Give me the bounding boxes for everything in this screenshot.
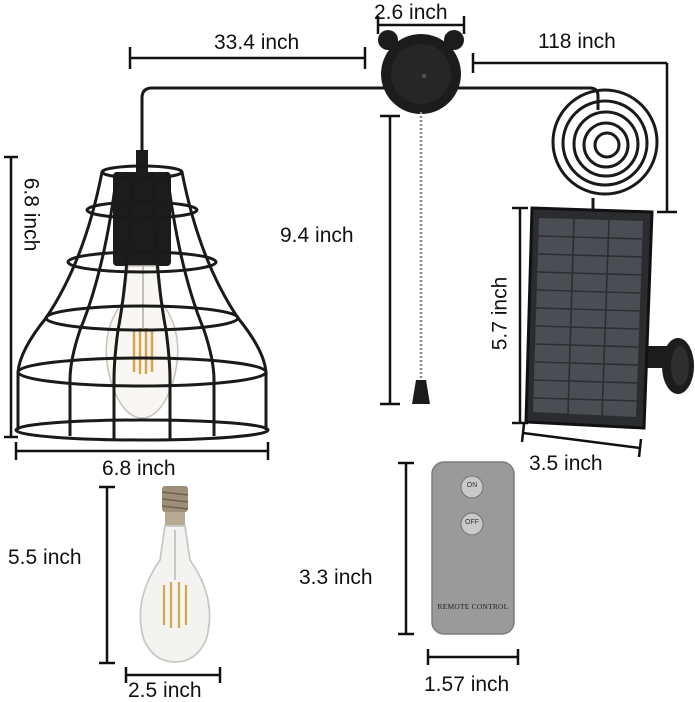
solar-panel (524, 206, 694, 430)
dimension-lines (4, 16, 677, 683)
cables (140, 86, 600, 212)
panel-width-label: 3.5 inch (529, 452, 603, 475)
remote-control (431, 461, 515, 635)
pull-chain-length-label: 9.4 inch (280, 224, 354, 247)
pendant-lamp (14, 150, 270, 442)
remote-brand-label: REMOTE CONTROL (437, 602, 509, 611)
lamp-width-label: 6.8 inch (102, 457, 176, 480)
remote-off-label: OFF (465, 519, 479, 526)
panel-height-label: 5.7 inch (488, 276, 512, 351)
bulb-width-label: 2.5 inch (128, 679, 202, 702)
remote-width-label: 1.57 inch (424, 673, 510, 696)
cable-lamp-length-label: 33.4 inch (214, 31, 300, 54)
remote-height-label: 3.3 inch (299, 566, 373, 589)
edison-bulb (139, 486, 211, 663)
hub-width-label: 2.6 inch (374, 1, 448, 24)
bulb-height-label: 5.5 inch (8, 546, 82, 569)
lamp-height-label: 6.8 inch (19, 177, 43, 252)
remote-on-label: ON (466, 482, 478, 489)
controller-hub (378, 30, 464, 114)
coiled-cable (551, 88, 659, 196)
pull-chain (412, 112, 430, 404)
cable-solar-length-label: 118 inch (538, 30, 616, 53)
